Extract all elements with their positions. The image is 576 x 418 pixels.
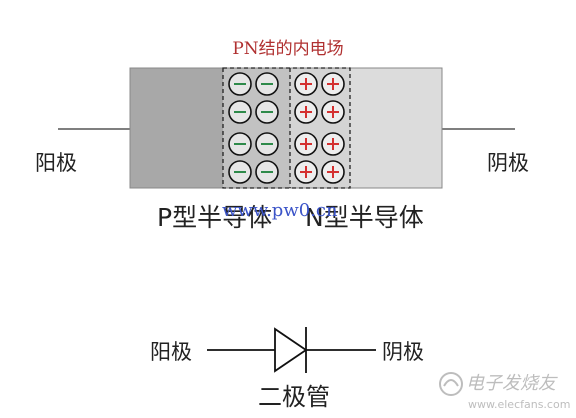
- elecfans-logo: 电子发烧友 www.elecfans.com: [439, 372, 570, 411]
- plus-circle-icon: [294, 132, 318, 156]
- logo-mark-icon: [439, 372, 463, 396]
- minus-circle-icon: [228, 100, 252, 124]
- diode-anode-label: 阳极: [150, 340, 192, 364]
- anode-label: 阳极: [35, 151, 77, 175]
- minus-circle-icon: [255, 72, 279, 96]
- minus-circle-icon: [228, 160, 252, 184]
- cathode-label: 阴极: [487, 151, 529, 175]
- p-type-label: P型半导体: [157, 203, 272, 232]
- watermark-url: www.pw0.cn: [222, 200, 338, 221]
- plus-circle-icon: [321, 132, 345, 156]
- diagram-title: PN结的内电场: [232, 39, 343, 59]
- plus-circle-icon: [321, 100, 345, 124]
- p-region: [130, 68, 223, 188]
- plus-circle-icon: [321, 160, 345, 184]
- minus-circle-icon: [228, 72, 252, 96]
- n-type-label: N型半导体: [305, 203, 424, 232]
- minus-circle-icon: [255, 160, 279, 184]
- minus-circle-icon: [255, 100, 279, 124]
- diode-triangle-icon: [274, 327, 308, 373]
- plus-circle-icon: [321, 72, 345, 96]
- depletion-boundary: [222, 67, 351, 189]
- logo-text: 电子发烧友: [466, 373, 558, 394]
- n-region: [350, 68, 442, 188]
- minus-circle-icon: [228, 132, 252, 156]
- diode-caption: 二极管: [258, 383, 330, 411]
- minus-circle-icon: [255, 132, 279, 156]
- plus-circle-icon: [294, 72, 318, 96]
- logo-swoosh-icon: [443, 379, 459, 387]
- plus-circle-icon: [294, 160, 318, 184]
- logo-url: www.elecfans.com: [468, 398, 570, 411]
- diode-cathode-label: 阴极: [382, 340, 424, 364]
- space-charge-ions: [228, 72, 345, 184]
- plus-circle-icon: [294, 100, 318, 124]
